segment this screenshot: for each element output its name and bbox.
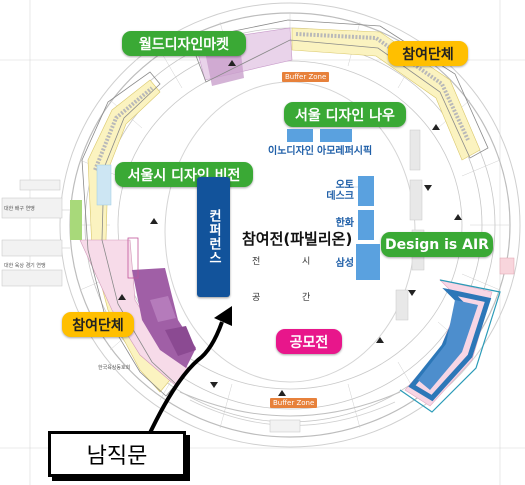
zone-label-world-design-market[interactable]: 월드디자인마켓 bbox=[122, 31, 246, 56]
samsung-booth[interactable] bbox=[356, 244, 380, 280]
svg-text:시: 시 bbox=[302, 256, 310, 267]
buffer-zone-top: Buffer Zone bbox=[282, 72, 330, 82]
svg-text:공: 공 bbox=[252, 292, 260, 303]
innodesign-label: 이노디자인 bbox=[268, 146, 314, 157]
auto-desk-label: 오토 데스크 bbox=[326, 180, 354, 202]
zone-label-competition[interactable]: 공모전 bbox=[276, 329, 342, 354]
svg-text:간: 간 bbox=[302, 292, 310, 303]
innodesign-booth[interactable] bbox=[287, 129, 313, 142]
zone-label-participants-left[interactable]: 참여단체 bbox=[62, 312, 134, 337]
auto-desk-booth[interactable] bbox=[358, 176, 374, 206]
hanwha-booth[interactable] bbox=[358, 210, 374, 240]
callout-pointer-arrowhead bbox=[214, 306, 232, 326]
hanwha-label: 한화 bbox=[335, 218, 354, 229]
zone-label-participants-top-right[interactable]: 참여단체 bbox=[388, 41, 468, 66]
zone-label-seoul-design-nau[interactable]: 서울 디자인 나우 bbox=[284, 102, 406, 127]
direction-arrows bbox=[118, 60, 462, 396]
svg-text:전: 전 bbox=[252, 256, 260, 267]
map-small-label: 대한 육상 경기 연맹 bbox=[4, 263, 46, 269]
zone-label-design-is-air[interactable]: Design is AIR bbox=[381, 232, 493, 257]
zone-label-seoul-design-vision[interactable]: 서울시 디자인 비전 bbox=[115, 162, 253, 187]
map-small-label: 한국육상동호회 bbox=[98, 365, 131, 371]
green-strip bbox=[70, 200, 82, 240]
pavilion-label: 참여전(파빌리온) bbox=[242, 230, 353, 248]
buffer-zone-bottom: Buffer Zone bbox=[270, 398, 318, 408]
samsung-label: 삼성 bbox=[335, 258, 354, 269]
callout-pointer-line bbox=[146, 321, 224, 438]
amorepacific-booth[interactable] bbox=[320, 129, 352, 142]
amorepacific-label: 아모레퍼시픽 bbox=[317, 146, 373, 157]
conference-block[interactable]: 컨퍼런스 bbox=[197, 177, 230, 297]
callout-label-box: 남직문 bbox=[48, 431, 186, 477]
map-small-label: 대한 배구 연맹 bbox=[4, 206, 35, 212]
left-buildings bbox=[1, 179, 63, 287]
